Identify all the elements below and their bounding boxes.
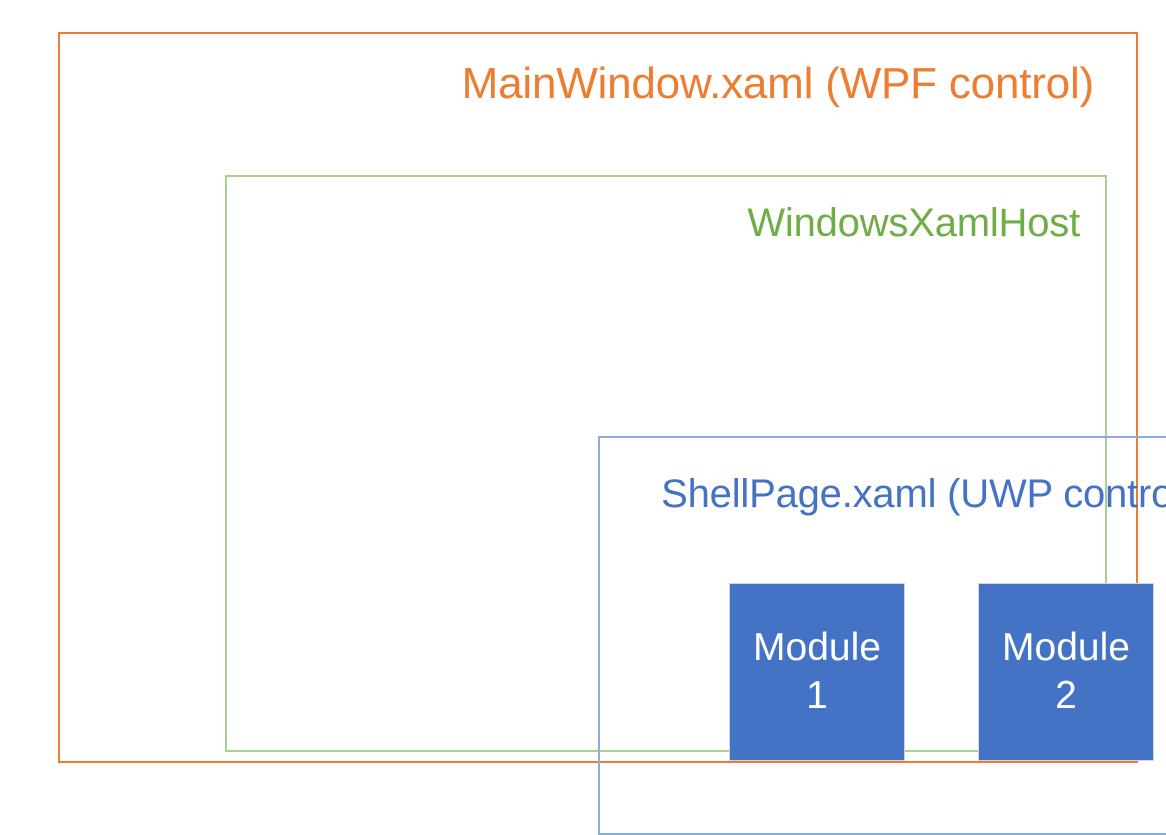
shellpage-container-box: ShellPage.xaml (UWP control) Module 1 Mo… <box>598 436 1166 835</box>
module-1-name: Module <box>753 626 881 670</box>
mainwindow-label: MainWindow.xaml (WPF control) <box>461 59 1095 108</box>
module-row: Module 1 Module 2 <box>729 583 1154 763</box>
windowsxamlhost-label: WindowsXamlHost <box>747 201 1080 245</box>
module-box-1: Module 1 <box>729 583 905 761</box>
mainwindow-container-box: MainWindow.xaml (WPF control) WindowsXam… <box>58 32 1166 835</box>
diagram-canvas: MainWindow.xaml (WPF control) WindowsXam… <box>58 32 1166 835</box>
module-1-number: 1 <box>806 674 828 717</box>
shellpage-label: ShellPage.xaml (UWP control) <box>661 472 1166 516</box>
module-2-number: 2 <box>1055 674 1077 717</box>
module-2-name: Module <box>1002 626 1130 670</box>
windowsxamlhost-container-box: WindowsXamlHost ShellPage.xaml (UWP cont… <box>225 175 1166 835</box>
module-box-2: Module 2 <box>978 583 1154 761</box>
